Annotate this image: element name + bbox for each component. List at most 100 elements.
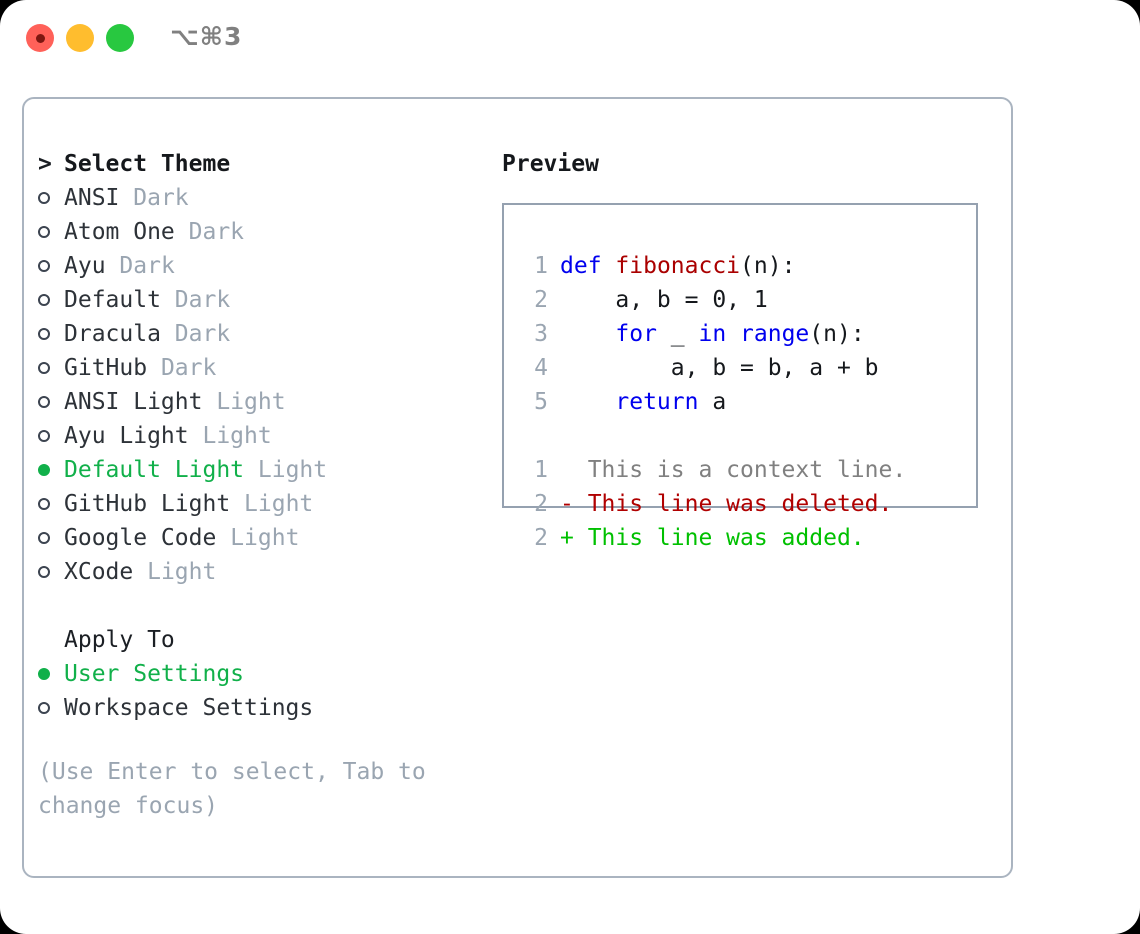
code-token — [560, 317, 615, 351]
section-spacer — [38, 589, 488, 623]
apply-to-option-user-settings[interactable]: User Settings — [38, 657, 488, 691]
theme-option-label: GitHub — [64, 355, 148, 381]
theme-option-dracula[interactable]: Dracula Dark — [38, 317, 488, 351]
line-number: 2 — [534, 525, 548, 551]
code-line: 5 return a — [520, 385, 976, 419]
theme-option-tag-value: Dark — [174, 321, 231, 347]
radio-icon[interactable] — [38, 317, 64, 351]
apply-to-option-label: Workspace Settings — [64, 695, 314, 721]
code-line: 3 for _ in range (n): — [520, 317, 976, 351]
line-number: 1 — [534, 253, 548, 279]
code-token: range — [740, 321, 810, 347]
theme-option-tag — [216, 521, 230, 555]
apply-to-option-workspace-settings[interactable]: Workspace Settings — [38, 691, 488, 725]
code-token — [726, 317, 740, 351]
code-token: a, b = b, a + b — [560, 355, 879, 381]
theme-option-label: Ayu — [64, 253, 106, 279]
code-line: 1 def fibonacci (n): — [520, 249, 976, 283]
radio-icon[interactable] — [38, 283, 64, 317]
radio-icon[interactable] — [38, 521, 64, 555]
theme-option-tag-value: Dark — [133, 185, 189, 211]
theme-option-tag — [147, 351, 161, 385]
radio-icon[interactable] — [38, 487, 64, 521]
theme-option-github-light[interactable]: GitHub Light Light — [38, 487, 488, 521]
close-button[interactable] — [26, 24, 54, 52]
radio-icon[interactable] — [38, 181, 64, 215]
code-token: return — [615, 389, 699, 415]
radio-icon[interactable] — [38, 249, 64, 283]
theme-option-tag-value: Dark — [174, 287, 231, 313]
code-line: 2 a, b = 0, 1 — [520, 283, 976, 317]
main-panel: > Select Theme ANSI Dark Atom One Dark A… — [22, 97, 1013, 878]
theme-option-tag — [133, 555, 147, 589]
theme-option-github[interactable]: GitHub Dark — [38, 351, 488, 385]
diff-text: - This line was deleted. — [560, 491, 893, 517]
diff-text: This is a context line. — [560, 457, 907, 483]
code-token — [560, 385, 615, 419]
radio-icon[interactable] — [38, 691, 64, 725]
code-blank-line — [520, 419, 976, 453]
theme-option-label: ANSI — [64, 185, 120, 211]
line-number: 2 — [534, 287, 548, 313]
theme-option-default-light[interactable]: Default Light Light — [38, 453, 488, 487]
window-titlebar: ⌥⌘3 — [0, 0, 1140, 78]
theme-option-ansi[interactable]: ANSI Dark — [38, 181, 488, 215]
radio-icon[interactable] — [38, 215, 64, 249]
theme-option-ayu[interactable]: Ayu Dark — [38, 249, 488, 283]
code-token: a — [698, 389, 727, 415]
code-token: in — [698, 321, 727, 347]
theme-option-atom-one[interactable]: Atom One Dark — [38, 215, 488, 249]
apply-to-option-label: User Settings — [64, 661, 245, 687]
theme-option-label: XCode — [64, 559, 134, 585]
radio-icon[interactable] — [38, 385, 64, 419]
theme-option-ayu-light[interactable]: Ayu Light Light — [38, 419, 488, 453]
diff-line-deleted: 2 - This line was deleted. — [520, 487, 976, 521]
maximize-button[interactable] — [106, 24, 134, 52]
code-token: fibonacci — [615, 253, 741, 279]
radio-icon[interactable] — [38, 419, 64, 453]
code-token: _ — [656, 321, 699, 347]
theme-option-tag — [119, 181, 133, 215]
theme-option-label: Default — [64, 287, 161, 313]
code-token: a, b = 0, 1 — [560, 287, 768, 313]
radio-icon[interactable] — [38, 351, 64, 385]
code-token: def — [560, 253, 602, 279]
line-number: 1 — [534, 457, 548, 483]
radio-icon[interactable] — [38, 555, 64, 589]
section-title-apply-to: Apply To — [64, 627, 175, 653]
line-number: 2 — [534, 491, 548, 517]
diff-text: + This line was added. — [560, 525, 865, 551]
theme-option-label: Atom One — [64, 219, 175, 245]
theme-option-tag-value: Light — [230, 525, 300, 551]
preview-column: Preview 1 def fibonacci (n): 2 a, b = 0,… — [502, 147, 1002, 551]
code-token: (n): — [740, 253, 796, 279]
radio-icon-selected[interactable] — [38, 453, 64, 487]
traffic-lights — [26, 24, 134, 52]
code-line: 4 a, b = b, a + b — [520, 351, 976, 385]
theme-option-tag — [161, 317, 175, 351]
theme-option-label: Google Code — [64, 525, 217, 551]
theme-option-google-code[interactable]: Google Code Light — [38, 521, 488, 555]
theme-option-tag-value: Dark — [160, 355, 217, 381]
theme-option-tag-value: Light — [244, 491, 314, 517]
theme-option-default[interactable]: Default Dark — [38, 283, 488, 317]
code-token: (n): — [809, 321, 865, 347]
radio-icon-selected[interactable] — [38, 657, 64, 691]
theme-option-xcode[interactable]: XCode Light — [38, 555, 488, 589]
apply-to-heading: Apply To — [38, 623, 488, 657]
line-number: 3 — [534, 321, 548, 347]
minimize-button[interactable] — [66, 24, 94, 52]
theme-option-tag-value: Light — [257, 457, 328, 483]
theme-option-tag — [189, 419, 203, 453]
theme-option-tag-value: Light — [216, 389, 286, 415]
theme-option-label: Ayu Light — [64, 423, 189, 449]
theme-option-ansi-light[interactable]: ANSI Light Light — [38, 385, 488, 419]
keyboard-shortcut-label: ⌥⌘3 — [170, 22, 243, 51]
preview-title: Preview — [502, 151, 599, 177]
theme-option-label: GitHub Light — [64, 491, 231, 517]
code-token: for — [615, 321, 657, 347]
theme-option-tag-value: Dark — [188, 219, 245, 245]
line-number: 5 — [534, 389, 548, 415]
theme-picker-heading: > Select Theme — [38, 147, 488, 181]
